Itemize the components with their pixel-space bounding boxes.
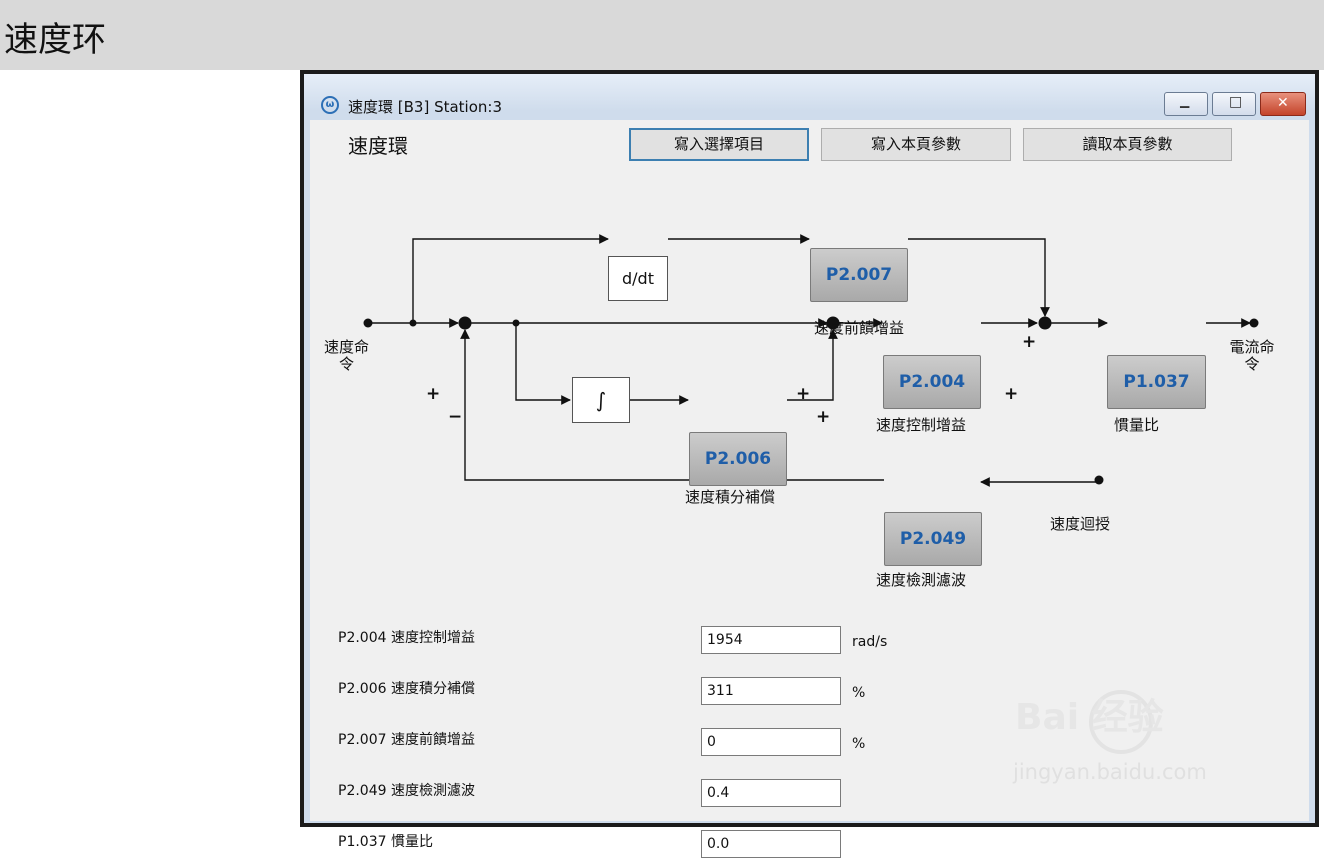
read-page-button[interactable]: 讀取本頁參數 — [1023, 128, 1232, 161]
window-titlebar[interactable]: ω 速度環 [B3] Station:3 ▁ □ ✕ — [304, 74, 1315, 116]
param-label: P1.037 慣量比 — [338, 834, 433, 850]
p2007-input[interactable] — [701, 728, 841, 756]
window-title: 速度環 [B3] Station:3 — [348, 98, 502, 116]
p2004-input[interactable] — [701, 626, 841, 654]
section-heading: 速度環 — [348, 134, 408, 158]
integral-block: ∫ — [572, 377, 630, 423]
page-header: 速度环 — [0, 0, 1324, 70]
input-terminal — [363, 318, 373, 328]
param-block-p2007[interactable]: P2.007 — [810, 248, 908, 302]
feedback-label: 速度迴授 — [1050, 515, 1111, 533]
watermark-brand: Bai 经验 — [1015, 697, 1164, 738]
output-terminal — [1249, 318, 1259, 328]
summing-junction-1 — [458, 316, 472, 330]
page-title: 速度环 — [4, 20, 106, 60]
param-unit: % — [852, 685, 866, 701]
sign-plus: + — [1022, 332, 1037, 352]
p2049-input[interactable] — [701, 779, 841, 807]
param-unit: rad/s — [852, 634, 888, 650]
branch-node — [512, 319, 520, 327]
param-block-p2006[interactable]: P2.006 — [689, 432, 787, 486]
p2006-input[interactable] — [701, 677, 841, 705]
param-label: P2.007 速度前饋增益 — [338, 732, 475, 748]
output-label: 電流命令 — [1229, 338, 1275, 373]
minimize-icon: ▁ — [1180, 94, 1190, 108]
block-caption: 速度前饋增益 — [814, 319, 905, 337]
p1037-input[interactable] — [701, 830, 841, 858]
block-caption: 速度積分補償 — [685, 488, 776, 506]
param-block-p2004[interactable]: P2.004 — [883, 355, 981, 409]
app-logo-icon: ω — [321, 96, 339, 114]
sign-minus: − — [448, 407, 463, 427]
param-unit: % — [852, 736, 866, 752]
maximize-icon: □ — [1229, 94, 1243, 110]
block-caption: 速度控制增益 — [876, 416, 967, 434]
param-label: P2.004 速度控制增益 — [338, 630, 475, 646]
sign-plus: + — [1004, 384, 1019, 404]
feedback-terminal — [1094, 475, 1104, 485]
write-page-button[interactable]: 寫入本頁參數 — [821, 128, 1011, 161]
sign-plus: + — [796, 384, 811, 404]
minimize-button[interactable]: ▁ — [1164, 92, 1208, 116]
summing-junction-3 — [1038, 316, 1052, 330]
branch-node — [409, 319, 417, 327]
param-label: P2.049 速度檢測濾波 — [338, 783, 475, 799]
close-icon: ✕ — [1277, 95, 1289, 111]
window-client: 速度環 寫入選擇項目 寫入本頁參數 讀取本頁參數 — [310, 120, 1309, 858]
param-block-p2049[interactable]: P2.049 — [884, 512, 982, 566]
close-button[interactable]: ✕ — [1260, 92, 1306, 116]
param-label: P2.006 速度積分補償 — [338, 681, 475, 697]
maximize-button[interactable]: □ — [1212, 92, 1256, 116]
sign-plus: + — [426, 384, 441, 404]
write-selected-button[interactable]: 寫入選擇項目 — [629, 128, 809, 161]
block-caption: 慣量比 — [1114, 416, 1160, 434]
sign-plus: + — [816, 407, 831, 427]
watermark-url: jingyan.baidu.com — [1013, 760, 1207, 784]
block-caption: 速度檢測濾波 — [876, 571, 967, 589]
param-block-p1037[interactable]: P1.037 — [1107, 355, 1206, 409]
summing-junction-2 — [826, 316, 840, 330]
baidu-paw-watermark — [1089, 690, 1153, 754]
derivative-block: d/dt — [608, 256, 668, 301]
app-window: ω 速度環 [B3] Station:3 ▁ □ ✕ 速度環 寫入選擇項目 寫入… — [300, 70, 1319, 858]
input-label: 速度命令 — [324, 338, 370, 373]
